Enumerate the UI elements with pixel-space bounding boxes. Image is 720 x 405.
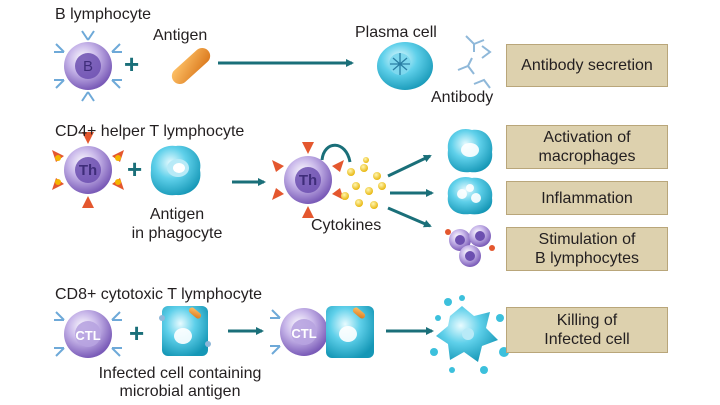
antigen-in-phagocyte-line1: Antigen — [149, 206, 205, 223]
outcome-killing-line2: Infected cell — [544, 331, 630, 348]
outcome-antibody-secretion-text: Antibody secretion — [521, 57, 653, 74]
arrow-cytokine-up — [387, 154, 432, 178]
plasma-cell — [377, 42, 433, 90]
outcome-activation-of-macrophages: Activation of macrophages — [506, 125, 668, 169]
activated-helper-t-letter: Th — [298, 172, 318, 189]
stimulated-b-cells — [445, 225, 495, 267]
plus-symbol-row3: + — [129, 318, 145, 348]
cytotoxic-t-title: CD8+ cytotoxic T lymphocyte — [55, 286, 263, 303]
helper-t-cell — [52, 132, 124, 208]
outcome-activation-line1: Activation of — [543, 129, 631, 146]
outcome-killing-line1: Killing of — [556, 312, 618, 329]
outcome-inflammation: Inflammation — [506, 181, 668, 215]
outcome-stimulation-line1: Stimulation of — [538, 231, 636, 248]
antigen-label: Antigen — [153, 27, 208, 44]
outcome-inflammation-text: Inflammation — [541, 189, 633, 207]
ctl-letter: CTL — [75, 328, 101, 343]
cytokine-dots — [341, 157, 386, 209]
infected-cell — [159, 306, 211, 356]
antibody-icons — [457, 35, 492, 89]
outcome-killing-of-infected-cell: Killing of Infected cell — [506, 307, 668, 353]
outcome-stimulation-line2: B lymphocytes — [534, 250, 640, 267]
outcome-stimulation-of-b-lymphocytes: Stimulation of B lymphocytes — [506, 227, 668, 271]
cytotoxic-t-cell — [54, 310, 122, 358]
b-lymphocyte-title: B lymphocyte — [55, 6, 152, 23]
ctl-bound-letter: CTL — [291, 326, 317, 341]
macrophage-cell — [447, 128, 493, 173]
infected-cell-line2: microbial antigen — [119, 383, 241, 400]
cytokines-label: Cytokines — [311, 217, 382, 234]
antibody-label: Antibody — [431, 89, 494, 106]
ctl-binding-infected-cell — [270, 306, 374, 358]
b-cell-letter: B — [83, 58, 94, 75]
antigen-pill-icon — [171, 47, 211, 85]
plus-symbol-row2: + — [127, 154, 143, 184]
killed-cell — [430, 295, 509, 374]
phagocyte-cell — [150, 145, 201, 196]
b-lymphocyte-cell — [54, 30, 122, 102]
activated-helper-t-cell — [272, 142, 352, 218]
plus-symbol-row1: + — [124, 49, 140, 79]
outcome-activation-line2: macrophages — [538, 148, 636, 165]
helper-t-letter: Th — [78, 162, 98, 179]
arrow-cytokine-down — [387, 206, 432, 228]
antigen-in-phagocyte-line2: in phagocyte — [131, 225, 223, 242]
outcome-antibody-secretion: Antibody secretion — [506, 44, 668, 87]
plasma-cell-label: Plasma cell — [355, 24, 437, 41]
infected-cell-line1: Infected cell containing — [98, 365, 262, 382]
inflammation-cell — [447, 176, 493, 215]
helper-t-title: CD4+ helper T lymphocyte — [55, 123, 245, 140]
